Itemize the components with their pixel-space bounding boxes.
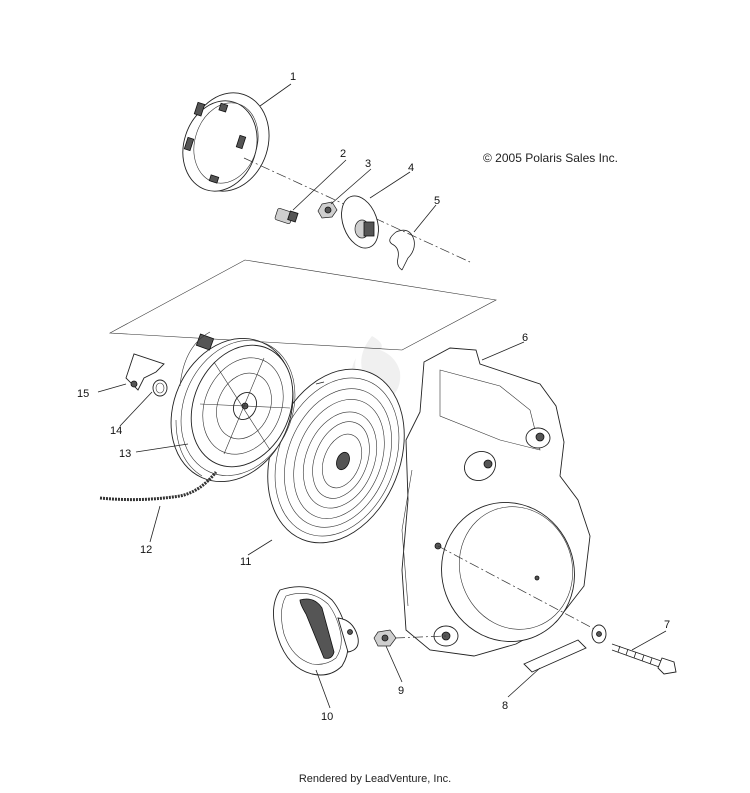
callout-1: 1 xyxy=(290,71,296,83)
part-1-drive-cup xyxy=(182,92,270,192)
part-14-spring xyxy=(152,379,168,397)
axis-lower xyxy=(437,545,601,633)
part-6-housing xyxy=(401,347,591,657)
callout-6: 6 xyxy=(522,332,528,344)
part-12-rope xyxy=(99,471,218,502)
callout-5: 5 xyxy=(434,195,440,207)
part-9-screw xyxy=(373,629,397,647)
callout-15: 15 xyxy=(77,388,89,400)
callout-13: 13 xyxy=(119,448,131,460)
part-7-bolt xyxy=(611,643,677,675)
part-10-handle xyxy=(273,586,359,676)
callout-3: 3 xyxy=(365,158,371,170)
part-11-spring xyxy=(267,368,405,544)
callout-10: 10 xyxy=(321,711,333,723)
part-4-pawl-plate xyxy=(341,195,379,249)
callout-11: 11 xyxy=(240,556,251,568)
callout-8: 8 xyxy=(502,700,508,712)
footer-credit: Rendered by LeadVenture, Inc. xyxy=(298,773,452,785)
part-15-ratchet xyxy=(125,353,165,391)
part-8-bar xyxy=(523,639,587,673)
leader-lines xyxy=(97,83,667,709)
callout-labels: 1 2 3 4 5 6 7 8 9 10 11 12 13 14 15 xyxy=(77,71,670,723)
axis-upper xyxy=(243,157,471,263)
copyright-text: © 2005 Polaris Sales Inc. xyxy=(483,151,618,165)
callout-4: 4 xyxy=(408,162,414,174)
axis-bolt9 xyxy=(394,635,447,639)
part-3-nut xyxy=(317,201,338,219)
callout-9: 9 xyxy=(398,685,404,697)
callout-14: 14 xyxy=(110,425,122,437)
callout-2: 2 xyxy=(340,148,346,160)
part-2-bolt xyxy=(274,207,299,225)
explode-plane xyxy=(108,259,497,351)
callout-7: 7 xyxy=(664,619,670,631)
callout-12: 12 xyxy=(140,544,152,556)
part-5-clip xyxy=(389,229,415,271)
part-13-pulley xyxy=(170,331,296,483)
washer xyxy=(591,624,607,644)
